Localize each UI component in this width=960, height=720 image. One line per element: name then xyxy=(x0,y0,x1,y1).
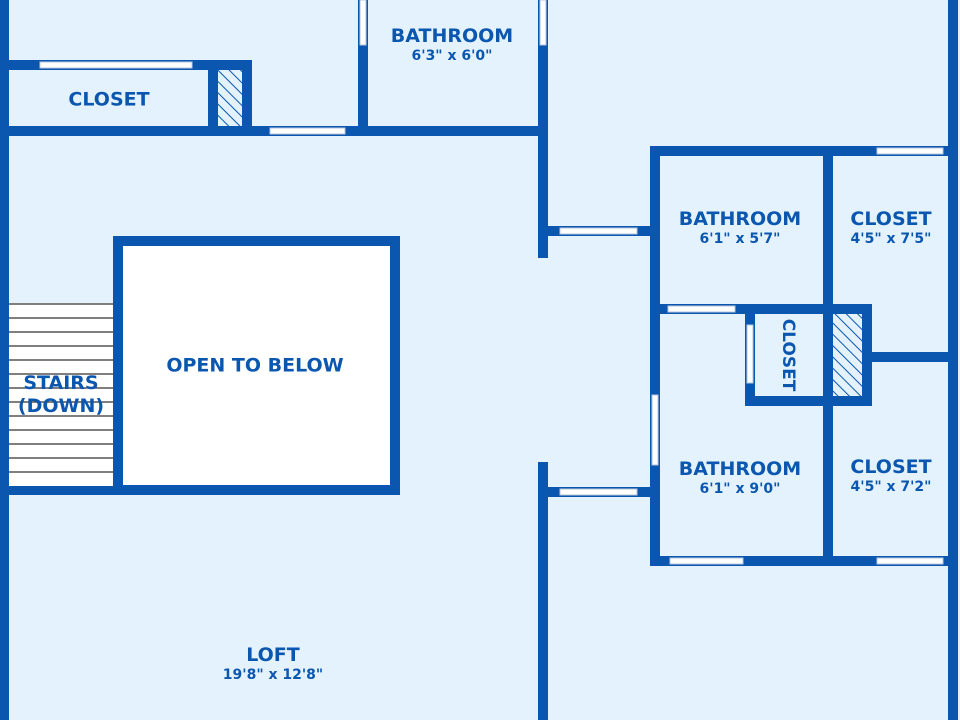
wall xyxy=(242,60,252,132)
wall xyxy=(358,0,368,132)
wall xyxy=(650,146,958,156)
wall xyxy=(538,462,548,720)
chimney-hatch xyxy=(833,314,862,396)
room-label-open-to-below: OPEN TO BELOW xyxy=(166,355,343,378)
room-name: CLOSET xyxy=(850,208,932,231)
room-dimensions: 19'8" x 12'8" xyxy=(222,667,324,683)
wall xyxy=(208,60,218,132)
wall xyxy=(862,304,872,406)
wall xyxy=(538,0,548,258)
room-name: OPEN TO BELOW xyxy=(166,354,344,377)
wall xyxy=(0,0,9,720)
stairs-direction: (DOWN) xyxy=(17,395,105,417)
wall xyxy=(823,146,833,566)
room-name: BATHROOM xyxy=(678,458,802,481)
room-name: BATHROOM xyxy=(678,208,802,231)
door-opening xyxy=(667,305,736,313)
wall xyxy=(0,486,400,495)
window xyxy=(876,147,944,155)
room-dimensions: 4'5" x 7'5" xyxy=(850,231,932,247)
room-name: CLOSET xyxy=(778,318,799,392)
wall xyxy=(745,396,872,406)
room-dimensions: 6'3" x 6'0" xyxy=(411,48,493,64)
door-opening xyxy=(539,0,547,46)
door-opening xyxy=(359,0,367,46)
door-opening xyxy=(559,227,638,235)
room-name: STAIRS xyxy=(23,372,99,395)
room-name: BATHROOM xyxy=(390,25,514,48)
door-opening xyxy=(746,324,754,384)
room-label-closet: CLOSET xyxy=(68,89,149,112)
wall xyxy=(650,556,958,566)
open-to-below-area xyxy=(123,246,390,485)
room-label-stairs: STAIRS(DOWN) xyxy=(18,372,104,418)
wall xyxy=(650,146,660,566)
chimney-hatch xyxy=(218,70,242,126)
room-name: CLOSET xyxy=(850,456,932,479)
room-name: CLOSET xyxy=(68,88,150,111)
window xyxy=(669,557,744,565)
room-dimensions: 4'5" x 7'2" xyxy=(850,479,932,495)
door-opening xyxy=(559,488,638,496)
door-opening xyxy=(269,127,346,135)
wall xyxy=(870,352,958,362)
room-dimensions: 6'1" x 5'7" xyxy=(699,231,781,247)
door-opening xyxy=(651,394,659,466)
window xyxy=(876,557,944,565)
window xyxy=(39,61,193,69)
stairs xyxy=(9,303,113,486)
room-dimensions: 6'1" x 9'0" xyxy=(699,481,781,497)
wall xyxy=(650,304,872,314)
room-label-closet-small: CLOSET xyxy=(778,319,798,392)
room-name: LOFT xyxy=(246,644,300,667)
